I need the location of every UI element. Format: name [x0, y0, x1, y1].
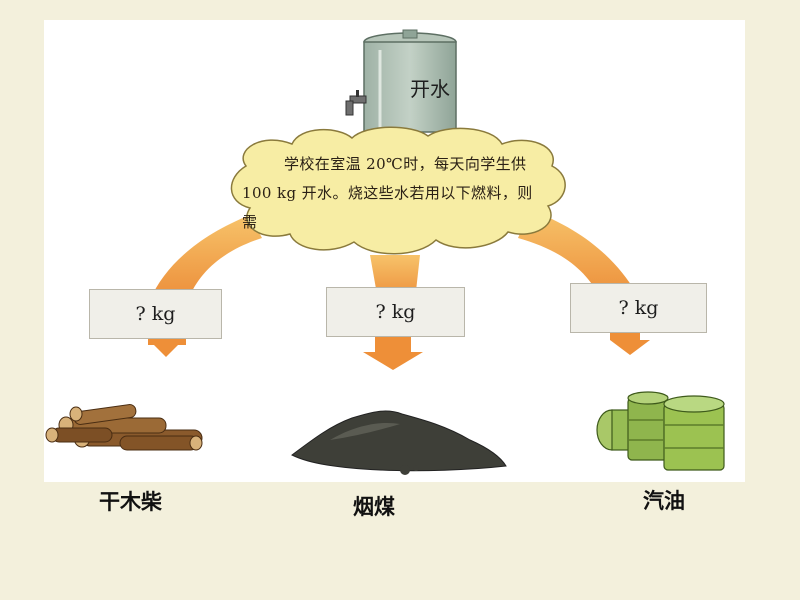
water-tank-icon — [345, 29, 457, 138]
arrow-left-curve — [150, 215, 262, 300]
coal-pile-icon — [291, 410, 507, 475]
tank-label: 开水 — [410, 77, 450, 101]
question-box-firewood: ? kg — [89, 289, 222, 339]
question-box-gasoline: ? kg — [570, 283, 707, 333]
fuel-label-gasoline: 汽油 — [643, 489, 685, 513]
firewood-icon — [45, 404, 203, 451]
arrowhead-middle — [363, 337, 423, 370]
arrowhead-right — [610, 333, 650, 355]
cloud-text: 学校在室温 20℃时，每天向学生供 100 kg 开水。烧这些水若用以下燃料，则… — [242, 155, 533, 231]
question-box-coal: ? kg — [326, 287, 465, 337]
fuel-label-firewood: 干木柴 — [99, 490, 162, 514]
arrowhead-left — [148, 337, 186, 357]
arrow-right-curve — [518, 210, 640, 300]
fuel-label-coal: 烟煤 — [353, 495, 395, 519]
cloud-shape — [230, 126, 566, 255]
oil-drums-icon — [596, 391, 725, 471]
